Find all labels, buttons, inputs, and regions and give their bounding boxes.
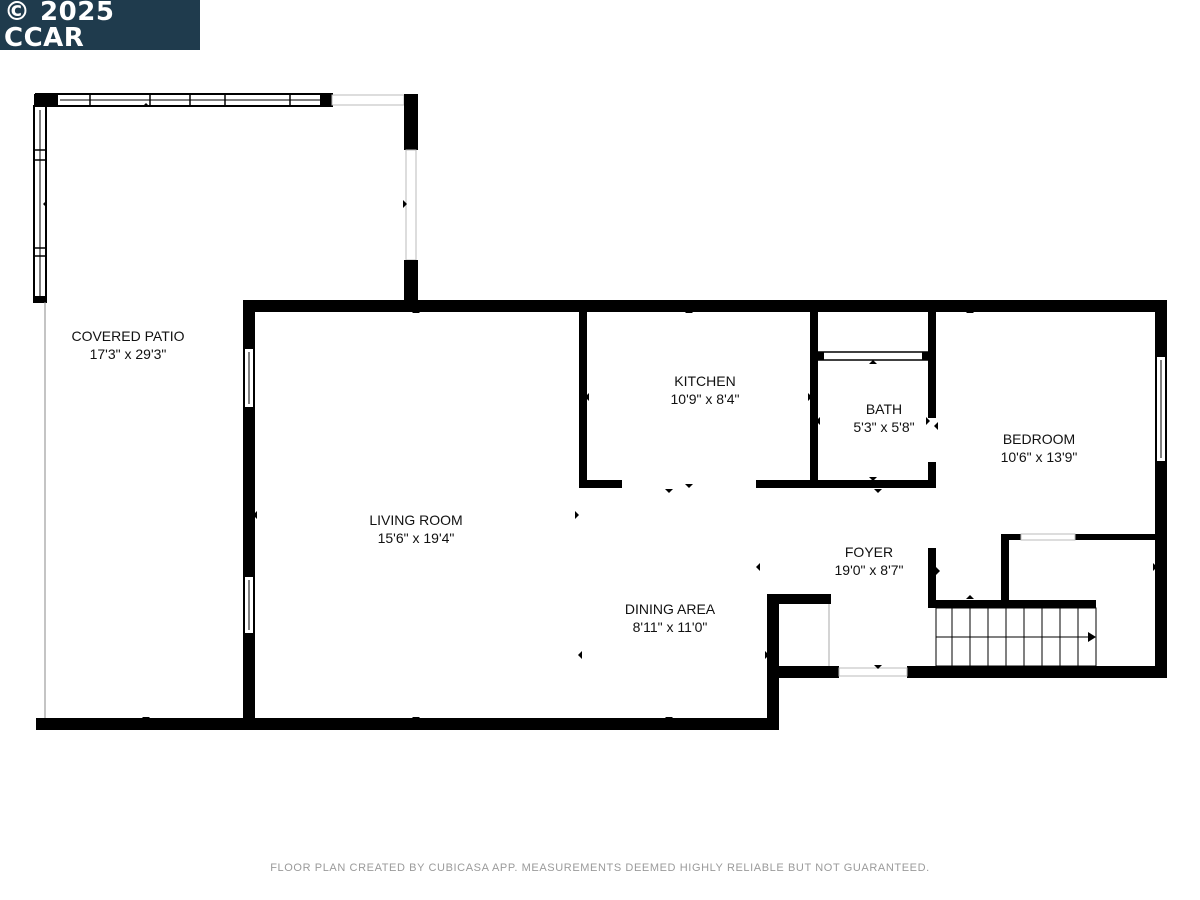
interior-walls	[579, 306, 1161, 608]
stairs-arrow-icon	[1088, 632, 1096, 642]
svg-text:8'11" x 11'0": 8'11" x 11'0"	[633, 619, 708, 635]
room-label-bedroom: BEDROOM 10'6" x 13'9"	[1001, 431, 1078, 465]
svg-text:5'3" x 5'8": 5'3" x 5'8"	[853, 419, 914, 435]
svg-text:LIVING ROOM: LIVING ROOM	[369, 512, 462, 528]
svg-text:19'0" x 8'7": 19'0" x 8'7"	[835, 562, 904, 578]
windows	[243, 347, 1167, 677]
svg-text:10'6" x 13'9": 10'6" x 13'9"	[1001, 449, 1078, 465]
room-label-dining-area: DINING AREA 8'11" x 11'0"	[625, 601, 716, 635]
svg-text:10'9" x 8'4": 10'9" x 8'4"	[671, 391, 740, 407]
stairs	[935, 607, 1097, 667]
svg-text:17'3" x 29'3": 17'3" x 29'3"	[90, 346, 167, 362]
room-label-foyer: FOYER 19'0" x 8'7"	[835, 544, 904, 578]
dimension-markers	[43, 103, 1157, 721]
patio-walls	[33, 93, 418, 718]
svg-text:KITCHEN: KITCHEN	[674, 373, 735, 389]
svg-text:DINING AREA: DINING AREA	[625, 601, 716, 617]
svg-text:15'6" x 19'4": 15'6" x 19'4"	[378, 530, 455, 546]
room-label-kitchen: KITCHEN 10'9" x 8'4"	[671, 373, 740, 407]
room-label-bath: BATH 5'3" x 5'8"	[853, 401, 914, 435]
room-label-covered-patio: COVERED PATIO 17'3" x 29'3"	[71, 328, 184, 362]
svg-text:COVERED PATIO: COVERED PATIO	[71, 328, 184, 344]
closet-opening	[1020, 533, 1076, 541]
svg-text:BEDROOM: BEDROOM	[1003, 431, 1075, 447]
room-label-living-room: LIVING ROOM 15'6" x 19'4"	[369, 512, 462, 546]
svg-text:BATH: BATH	[866, 401, 902, 417]
disclaimer-footer: FLOOR PLAN CREATED BY CUBICASA APP. MEAS…	[270, 862, 930, 874]
copyright-badge: © 2025 CCAR	[0, 0, 200, 53]
copyright-text: © 2025 CCAR	[4, 0, 115, 53]
svg-text:FOYER: FOYER	[845, 544, 893, 560]
